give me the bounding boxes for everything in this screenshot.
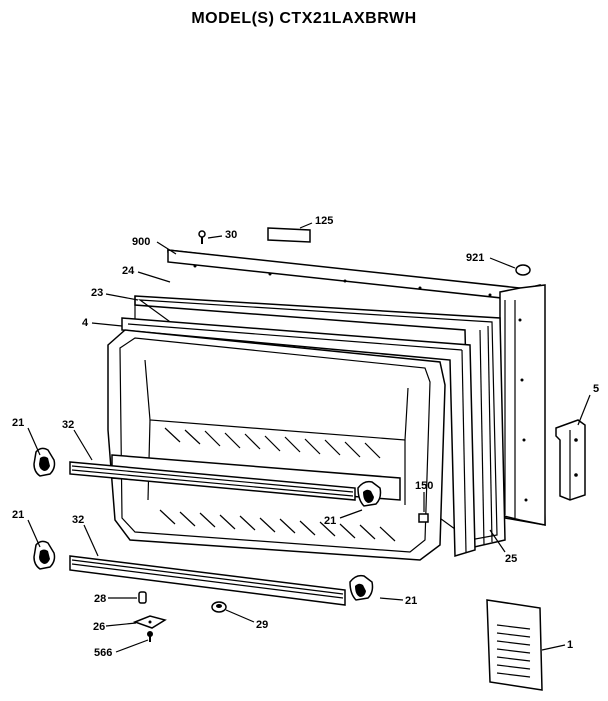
- label-900: 900: [132, 236, 150, 248]
- label-24: 24: [122, 265, 135, 277]
- label-125: 125: [315, 215, 333, 227]
- part-26: [132, 615, 167, 629]
- screw: [198, 230, 206, 244]
- lower-shelf-rail: [69, 555, 346, 606]
- owners-manual: [486, 599, 543, 691]
- label-32-upper: 32: [62, 419, 74, 431]
- label-4: 4: [82, 317, 89, 329]
- label-21-upper-right: 21: [324, 515, 336, 527]
- label-21-lower-right: 21: [405, 595, 417, 607]
- rail-end-cap-right-upper: [357, 480, 382, 507]
- label-566: 566: [94, 647, 112, 659]
- label-21-lower-left: 21: [12, 509, 24, 521]
- part-566: [147, 631, 153, 642]
- label-5: 5: [593, 383, 599, 395]
- label-23: 23: [91, 287, 103, 299]
- label-1: 1: [567, 639, 573, 651]
- label-921: 921: [466, 252, 484, 264]
- label-28: 28: [94, 593, 106, 605]
- label-29: 29: [256, 619, 268, 631]
- part-29: [211, 601, 227, 613]
- part-28: [138, 591, 147, 604]
- nameplate: [267, 227, 311, 243]
- rail-end-cap-left-upper: [33, 447, 56, 477]
- rail-end-cap-left-lower: [33, 540, 56, 570]
- door-liner-frame: [121, 317, 476, 558]
- rail-end-cap-right-lower: [349, 574, 374, 601]
- label-25: 25: [505, 553, 517, 565]
- model-title: MODEL(S) CTX21LAXBRWH: [191, 10, 417, 27]
- upper-shelf-ribs: [164, 427, 381, 459]
- part-150: [418, 513, 429, 523]
- label-21-upper-left: 21: [12, 417, 24, 429]
- leader-lines: [27, 222, 591, 653]
- label-26: 26: [93, 621, 105, 633]
- label-30: 30: [225, 229, 237, 241]
- handle-bracket: [555, 419, 586, 501]
- upper-shelf-rail: [69, 461, 356, 501]
- plug-button: [515, 264, 531, 276]
- part-labels: 900 30 125 921 24 23 4 5 21 32 150 21 21…: [12, 215, 599, 659]
- label-150: 150: [415, 480, 433, 492]
- door-liner: [107, 329, 446, 561]
- label-32-lower: 32: [72, 514, 84, 526]
- lower-shelf-ribs: [159, 509, 396, 542]
- outer-door-panel: [167, 249, 546, 526]
